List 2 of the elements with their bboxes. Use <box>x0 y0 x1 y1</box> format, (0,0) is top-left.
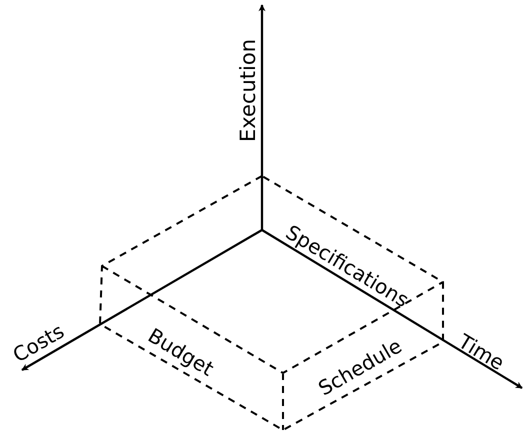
axis-label: Costs <box>9 320 67 366</box>
axis-label: Execution <box>238 38 259 142</box>
